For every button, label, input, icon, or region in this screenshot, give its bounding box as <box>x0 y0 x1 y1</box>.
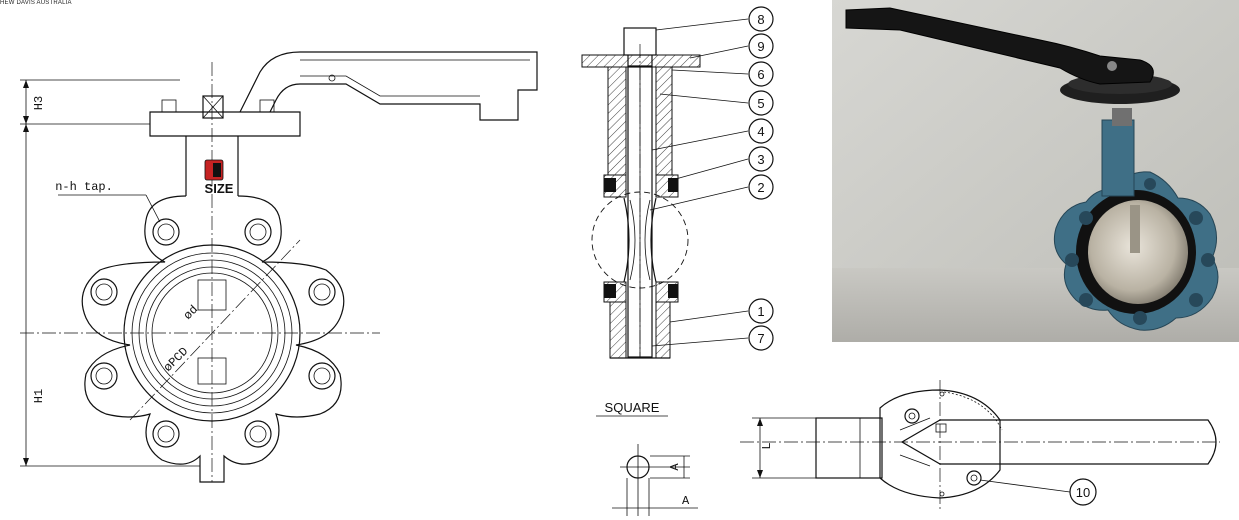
callout-6: 6 <box>757 67 764 82</box>
valve-body <box>1053 171 1219 331</box>
callout-1: 1 <box>757 304 764 319</box>
tap-label: n-h tap. <box>55 180 113 194</box>
callout-3: 3 <box>757 152 764 167</box>
dim-h1-label: H1 <box>32 389 46 403</box>
callout-9: 9 <box>757 39 764 54</box>
callout-4: 4 <box>757 124 764 139</box>
callout-5: 5 <box>757 96 764 111</box>
size-label: SIZE <box>205 181 234 196</box>
source-caption: HEW DAVIS AUSTRALIA <box>0 0 72 6</box>
product-photo <box>832 0 1239 342</box>
callout-2: 2 <box>757 180 764 195</box>
callout-7: 7 <box>757 331 764 346</box>
section-view: 8 9 6 5 4 3 2 1 7 <box>581 6 774 359</box>
dim-h3-label: H3 <box>32 96 46 110</box>
dim-pcd-label: øPCD <box>161 345 191 375</box>
dim-l-label: L <box>760 442 774 449</box>
front-view: H3 H1 SIZE <box>20 51 538 483</box>
square-dim-a-horizontal: A <box>682 494 690 508</box>
callout-10: 10 <box>1076 485 1090 500</box>
top-view: L 10 <box>740 380 1220 512</box>
square-dim-a-vertical: A <box>668 463 682 471</box>
callout-8: 8 <box>757 12 764 27</box>
bolt-holes <box>90 218 336 448</box>
valve-handle <box>845 7 1154 85</box>
square-detail: SQUARE A A <box>596 400 698 516</box>
square-title: SQUARE <box>605 400 660 415</box>
callout-group: 8 9 6 5 4 3 2 1 7 <box>649 6 774 351</box>
